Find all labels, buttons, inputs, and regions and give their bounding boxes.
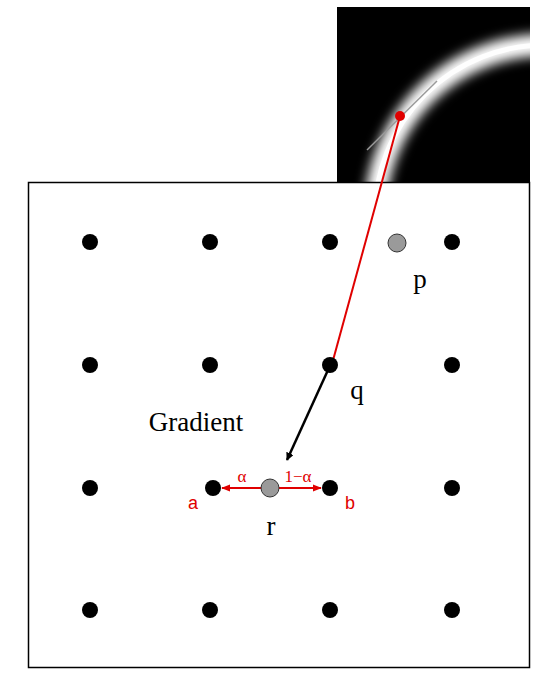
- pixel: [322, 480, 338, 496]
- interpolated-point: [388, 234, 406, 252]
- weight-label: α: [238, 468, 247, 485]
- pixel-grid: [82, 234, 460, 618]
- pixel: [202, 234, 218, 250]
- point-label: p: [413, 266, 427, 293]
- pixel: [202, 357, 218, 373]
- pixel-label: b: [345, 494, 355, 512]
- edge-ring: [375, 45, 530, 182]
- edge-ring-core: [375, 45, 530, 182]
- pixel-label: a: [188, 494, 198, 512]
- tangent-line: [367, 81, 437, 150]
- pixel: [82, 357, 98, 373]
- pixel: [82, 234, 98, 250]
- pixel: [444, 234, 460, 250]
- pixel: [205, 480, 221, 496]
- pixel: [202, 602, 218, 618]
- one-minus-alpha-arrow: [279, 487, 321, 489]
- pixel: [444, 480, 460, 496]
- pixel: [444, 357, 460, 373]
- weight-label: 1−α: [285, 468, 312, 485]
- pixel: [322, 234, 338, 250]
- point-label: q: [350, 377, 364, 404]
- alpha-arrow: [222, 487, 262, 489]
- pixel: [82, 480, 98, 496]
- point-label: r: [267, 513, 276, 540]
- pixel: [82, 602, 98, 618]
- arrow-label: Gradient: [149, 409, 243, 436]
- interpolated-point: [261, 479, 279, 497]
- pixel: [322, 357, 338, 373]
- gradient-arrow: [287, 370, 328, 460]
- edge-point: [395, 111, 405, 121]
- edge-image: [337, 7, 539, 385]
- frame: [29, 183, 530, 668]
- pixel: [322, 602, 338, 618]
- pixel: [444, 602, 460, 618]
